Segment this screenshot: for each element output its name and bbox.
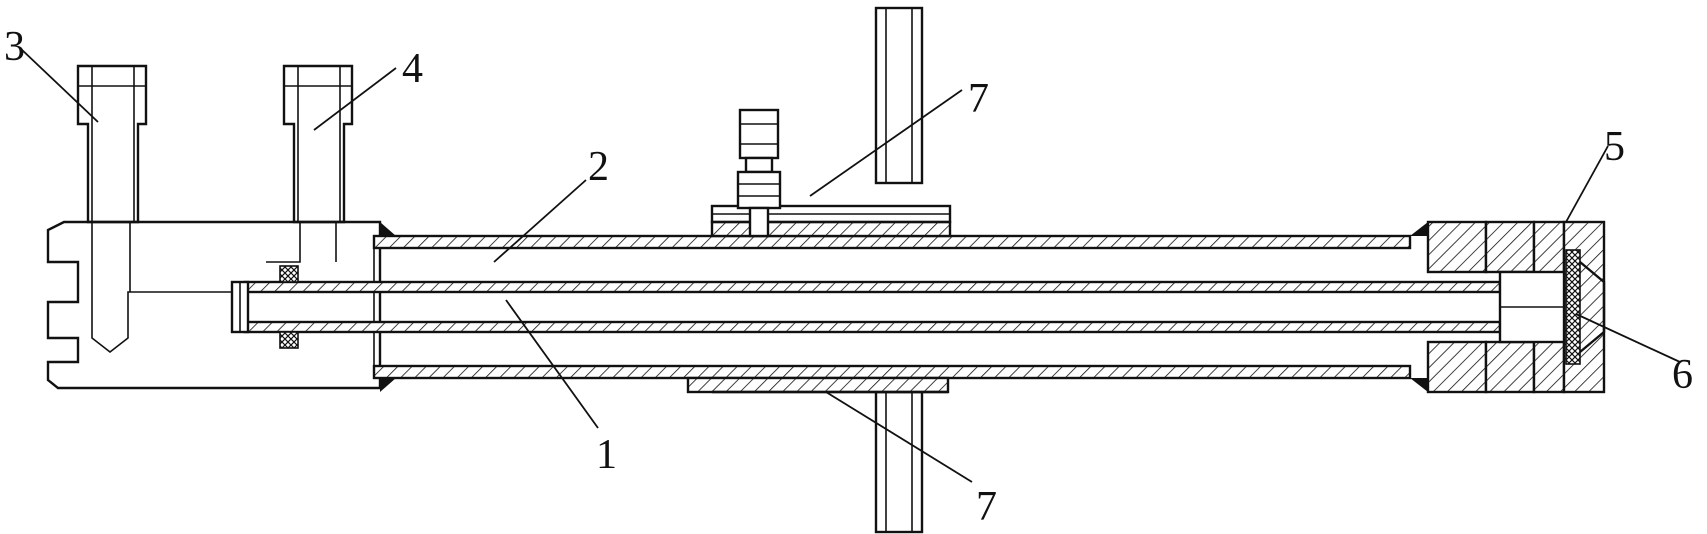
part-label-7-top: 7 (968, 76, 989, 122)
part-label-2: 2 (588, 144, 609, 190)
outer-tube (372, 234, 1412, 380)
inlet-fitting-right (282, 64, 354, 224)
inner-tube (230, 265, 1502, 349)
mounting-plate (874, 6, 924, 534)
clamp-bottom (686, 376, 950, 394)
part-label-4: 4 (402, 46, 423, 92)
part-label-1: 1 (596, 432, 617, 478)
weld-fillets (380, 222, 396, 392)
part-label-3: 3 (4, 24, 25, 70)
inlet-fitting-left (76, 64, 148, 224)
part-label-7-bottom: 7 (976, 484, 997, 530)
manifold-block (46, 220, 382, 390)
part-label-6: 6 (1672, 352, 1693, 398)
leader-lines (19, 47, 1681, 483)
end-cap-assembly (1410, 220, 1606, 394)
part-label-5: 5 (1604, 124, 1625, 170)
clamp-top (710, 108, 952, 238)
